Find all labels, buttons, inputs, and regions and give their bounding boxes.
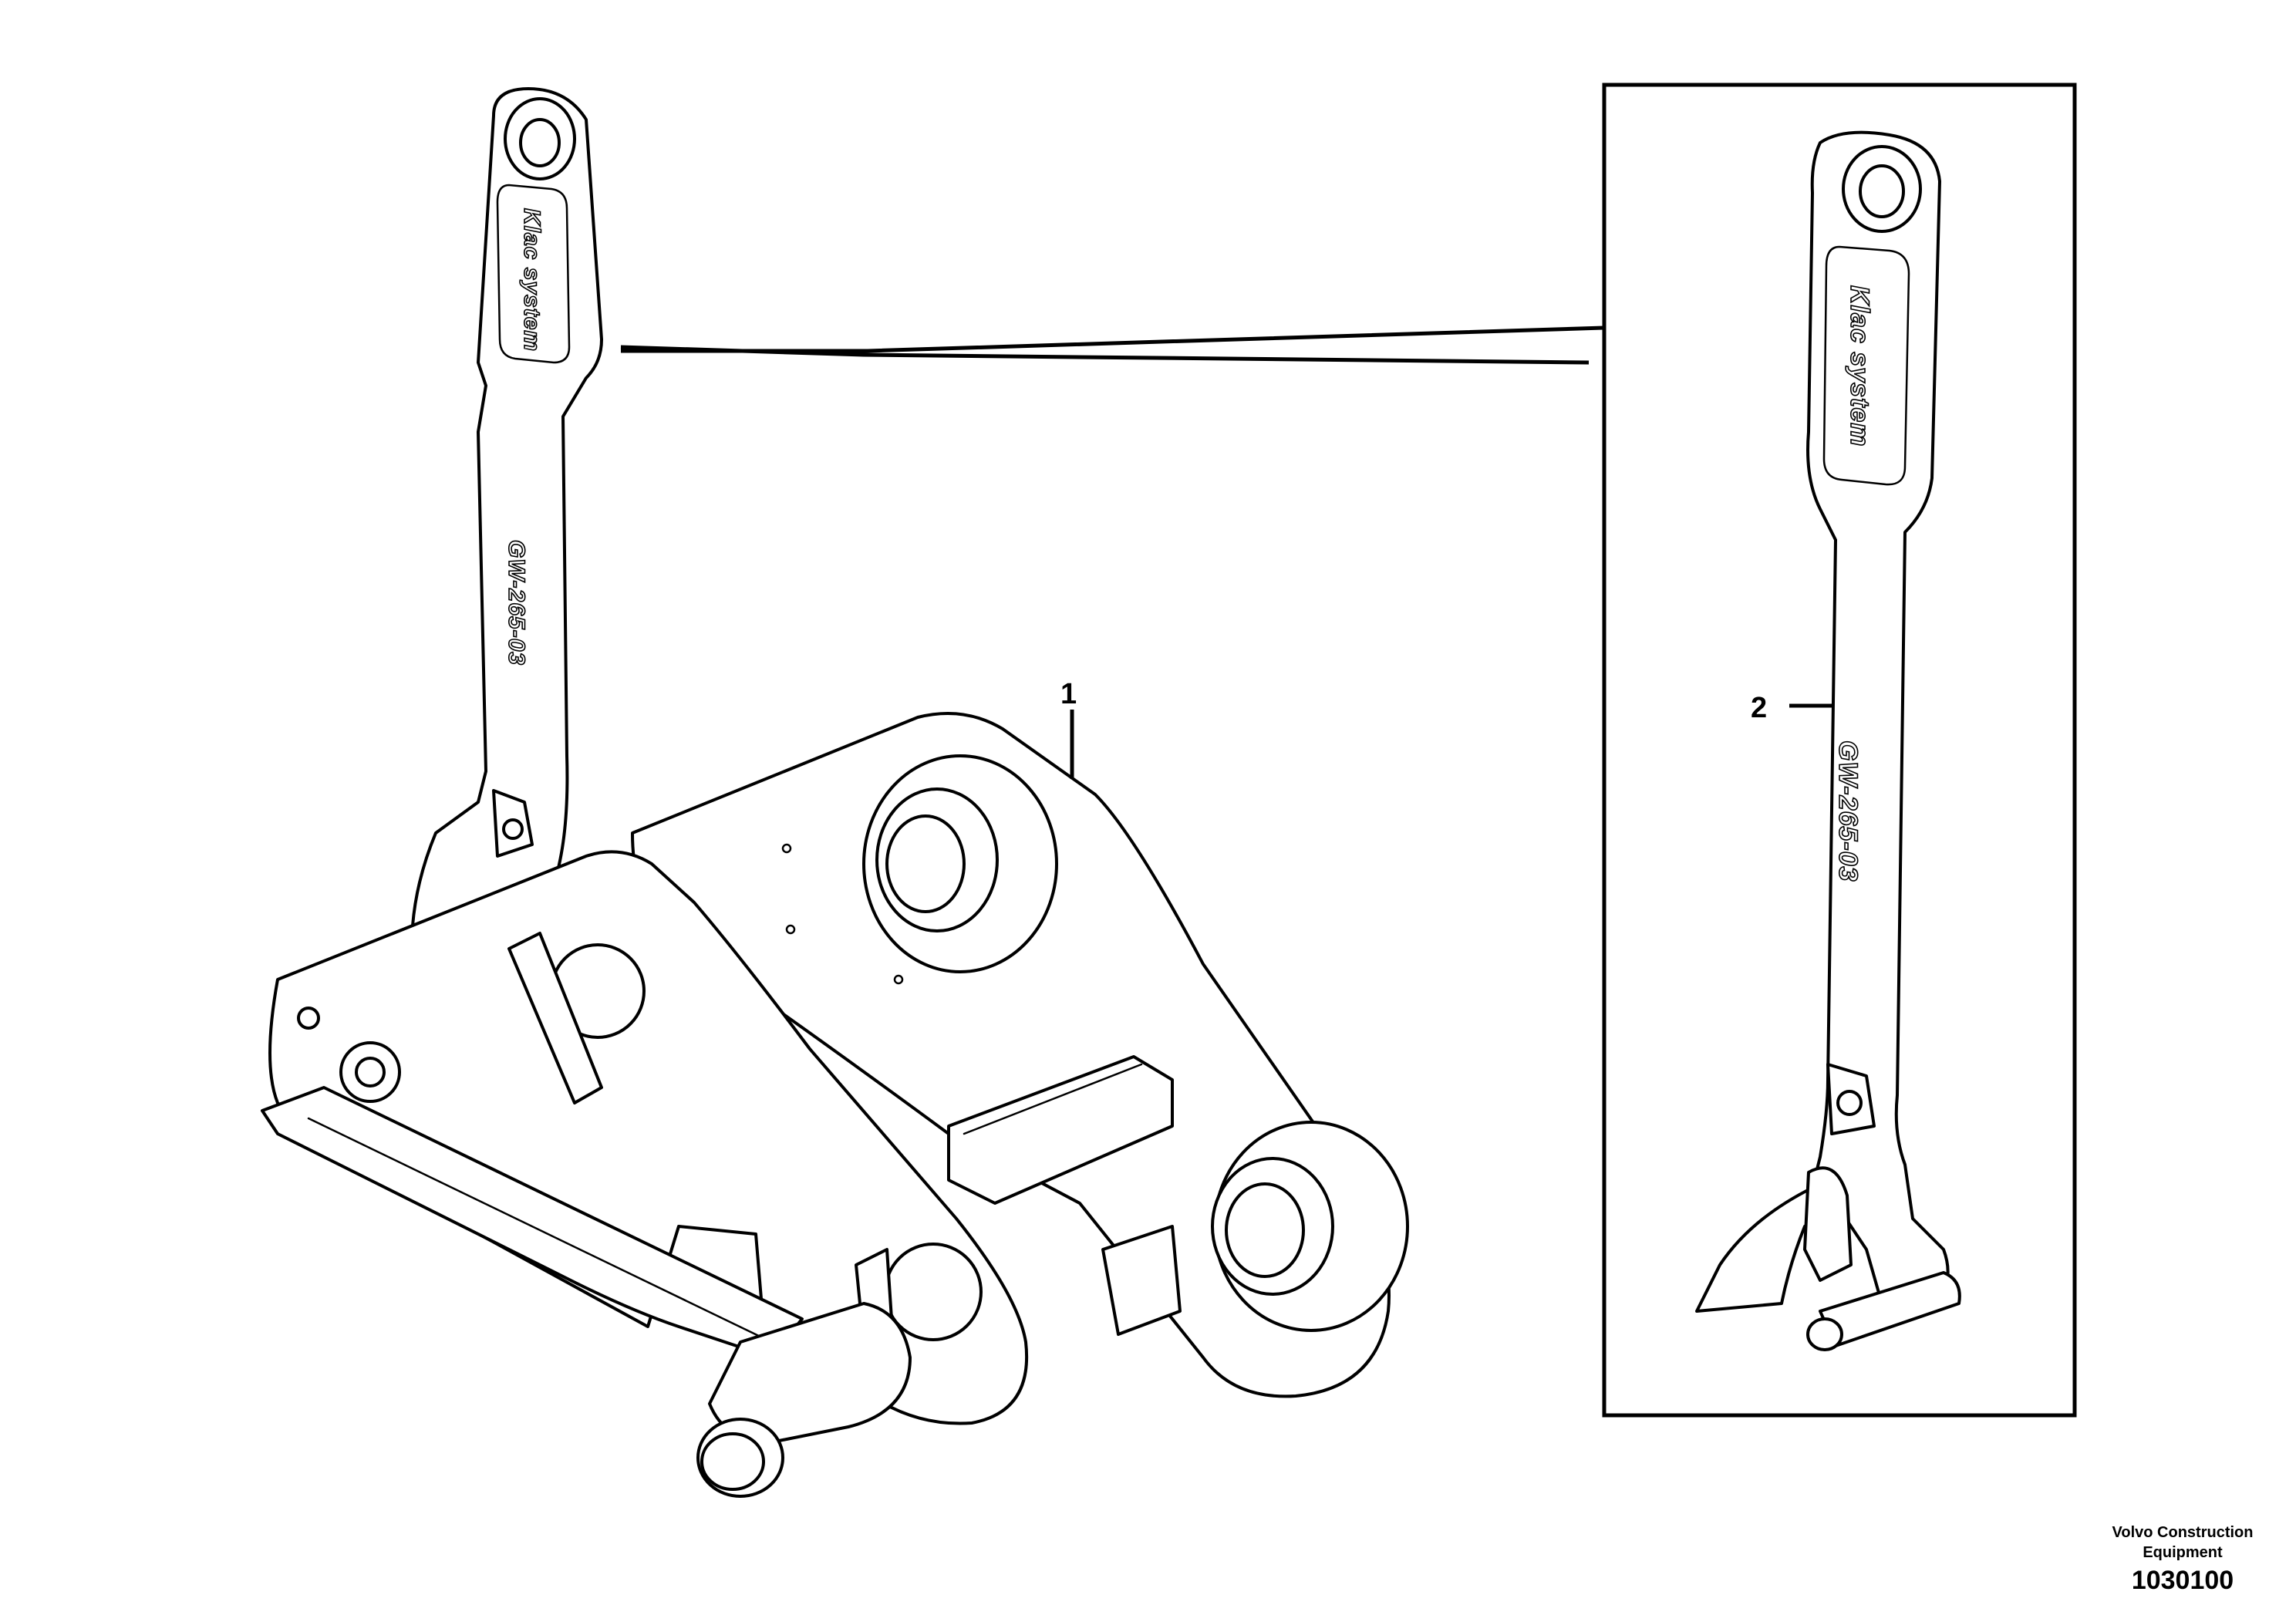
document-number: 1030100	[2131, 1566, 2234, 1595]
lever-detail-recess	[1822, 245, 1910, 486]
manufacturer-line-1: Volvo Construction	[2112, 1524, 2254, 1541]
lever-pivot-hole	[502, 818, 524, 840]
bottom-hook-plate	[261, 1086, 804, 1359]
release-lever-attached	[411, 87, 603, 927]
callout-1: 1	[1060, 678, 1077, 779]
front-plate-small-hole	[297, 1007, 320, 1030]
lever-detail-body	[1695, 130, 1950, 1313]
lever-brand-text: Klac system	[519, 208, 544, 352]
manufacturer-line-2: Equipment	[2143, 1544, 2223, 1561]
locking-cylinder-rod	[1101, 1225, 1182, 1336]
lever-detail-part-code: GW-265-03	[1833, 740, 1863, 882]
quick-coupler-assembly: Klac system GW-265-03	[261, 87, 1409, 1498]
locking-key-upper	[507, 932, 603, 1104]
lever-part-code: GW-265-03	[504, 540, 529, 666]
lever-recess	[496, 184, 571, 364]
lever-detail-pin-end	[1806, 1317, 1843, 1351]
lower-pin-end-face	[700, 1432, 765, 1491]
callout-1-number: 1	[1060, 678, 1077, 710]
cross-tube	[947, 1055, 1174, 1205]
callout-2-number: 2	[1751, 692, 1767, 724]
coupler-front-side-plate	[268, 850, 1029, 1425]
lower-pin-bore	[1225, 1182, 1305, 1278]
plate-hole	[785, 924, 796, 935]
manufacturer-label: Volvo Construction Equipment	[2059, 1523, 2296, 1563]
bottom-hook-plate-edge	[307, 1117, 765, 1340]
lever-detail-hook	[1803, 1166, 1853, 1282]
plate-hole	[893, 974, 904, 985]
upper-pin-bore	[885, 814, 966, 913]
lever-detail-eye	[1859, 164, 1905, 218]
lever-top-eye	[519, 118, 561, 167]
front-bolt-center	[355, 1057, 386, 1088]
lever-detail-cross-pin	[1819, 1271, 1961, 1347]
lever-detail-pivot-hole	[1836, 1090, 1863, 1116]
cross-tube-edge	[963, 1063, 1143, 1135]
plate-hole	[781, 843, 792, 854]
release-lever-detail: Klac system GW-265-03	[1695, 130, 1961, 1351]
detail-reference-line-return	[621, 85, 1607, 353]
detail-frame	[1602, 83, 2077, 1418]
lever-detail-brand-text: Klac system	[1845, 285, 1874, 447]
callout-2: 2	[1751, 692, 1832, 724]
